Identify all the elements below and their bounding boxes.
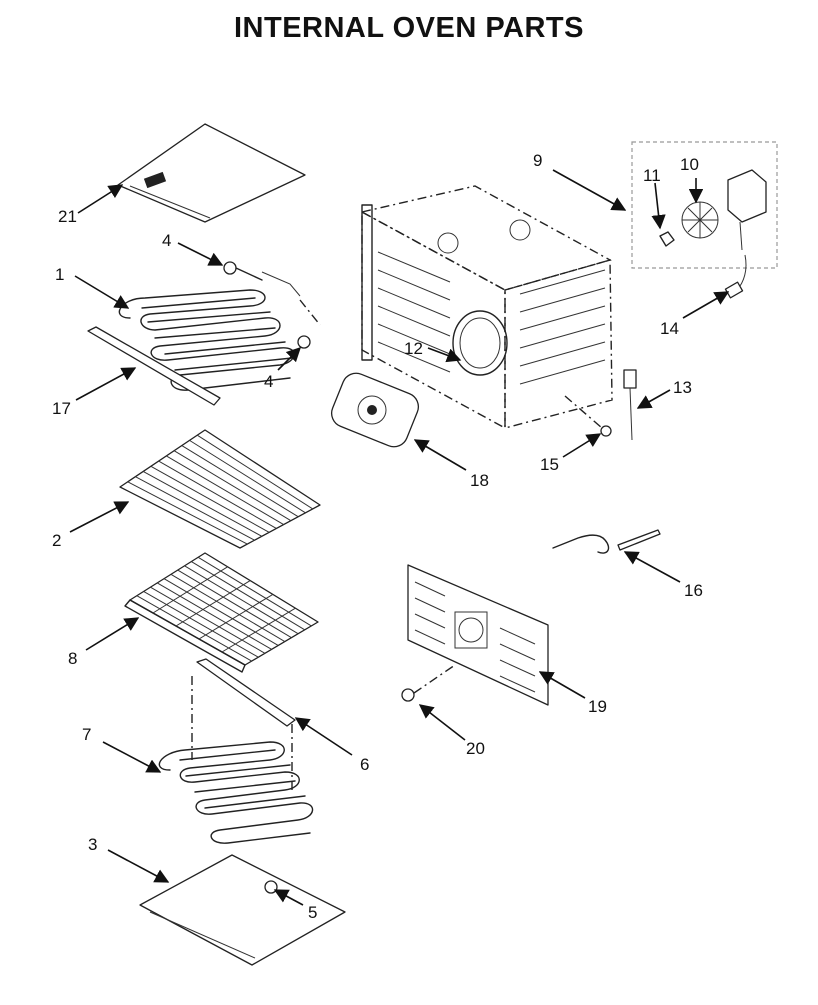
callout-9: 9 bbox=[533, 151, 542, 170]
callout-4-top: 4 bbox=[162, 231, 171, 250]
callout-5: 5 bbox=[308, 903, 317, 922]
callout-2: 2 bbox=[52, 531, 61, 550]
callout-21: 21 bbox=[58, 207, 77, 226]
callout-17: 17 bbox=[52, 399, 71, 418]
diagram-title: INTERNAL OVEN PARTS bbox=[233, 12, 584, 44]
part-top-panel bbox=[117, 123, 306, 223]
part-wire-connector bbox=[724, 254, 747, 299]
callout-8: 8 bbox=[68, 649, 77, 668]
callout-4-bottom: 4 bbox=[264, 372, 273, 391]
part-screw-20 bbox=[401, 664, 456, 702]
callout-3: 3 bbox=[88, 835, 97, 854]
part-oven-cavity bbox=[360, 185, 613, 430]
callout-18: 18 bbox=[470, 471, 489, 490]
callout-13: 13 bbox=[673, 378, 692, 397]
callout-1: 1 bbox=[55, 265, 64, 284]
callout-16: 16 bbox=[684, 581, 703, 600]
callout-labels: 21 4 1 4 17 2 8 7 6 3 5 9 10 11 12 13 14… bbox=[52, 151, 703, 922]
part-oven-rack bbox=[119, 429, 321, 549]
callout-6: 6 bbox=[360, 755, 369, 774]
part-light-assembly bbox=[623, 369, 637, 441]
callout-7: 7 bbox=[82, 725, 91, 744]
callout-arrows bbox=[69, 169, 730, 906]
part-screw-15 bbox=[564, 395, 612, 437]
callout-10: 10 bbox=[680, 155, 699, 174]
part-rear-panel bbox=[407, 564, 549, 706]
part-roller-rack bbox=[124, 552, 319, 673]
callout-14: 14 bbox=[660, 319, 679, 338]
part-broil-element bbox=[118, 289, 321, 391]
part-convection-assembly bbox=[631, 141, 778, 269]
part-bake-element bbox=[158, 741, 314, 844]
callout-15: 15 bbox=[540, 455, 559, 474]
callout-11: 11 bbox=[643, 166, 661, 185]
callout-19: 19 bbox=[588, 697, 607, 716]
callout-20: 20 bbox=[466, 739, 485, 758]
part-meat-probe bbox=[552, 529, 661, 554]
part-sensor-top bbox=[223, 261, 301, 297]
part-bottom-panel bbox=[139, 854, 346, 966]
callout-12: 12 bbox=[404, 339, 423, 358]
part-fan-cover bbox=[330, 372, 420, 448]
part-trim-strip bbox=[87, 326, 221, 406]
